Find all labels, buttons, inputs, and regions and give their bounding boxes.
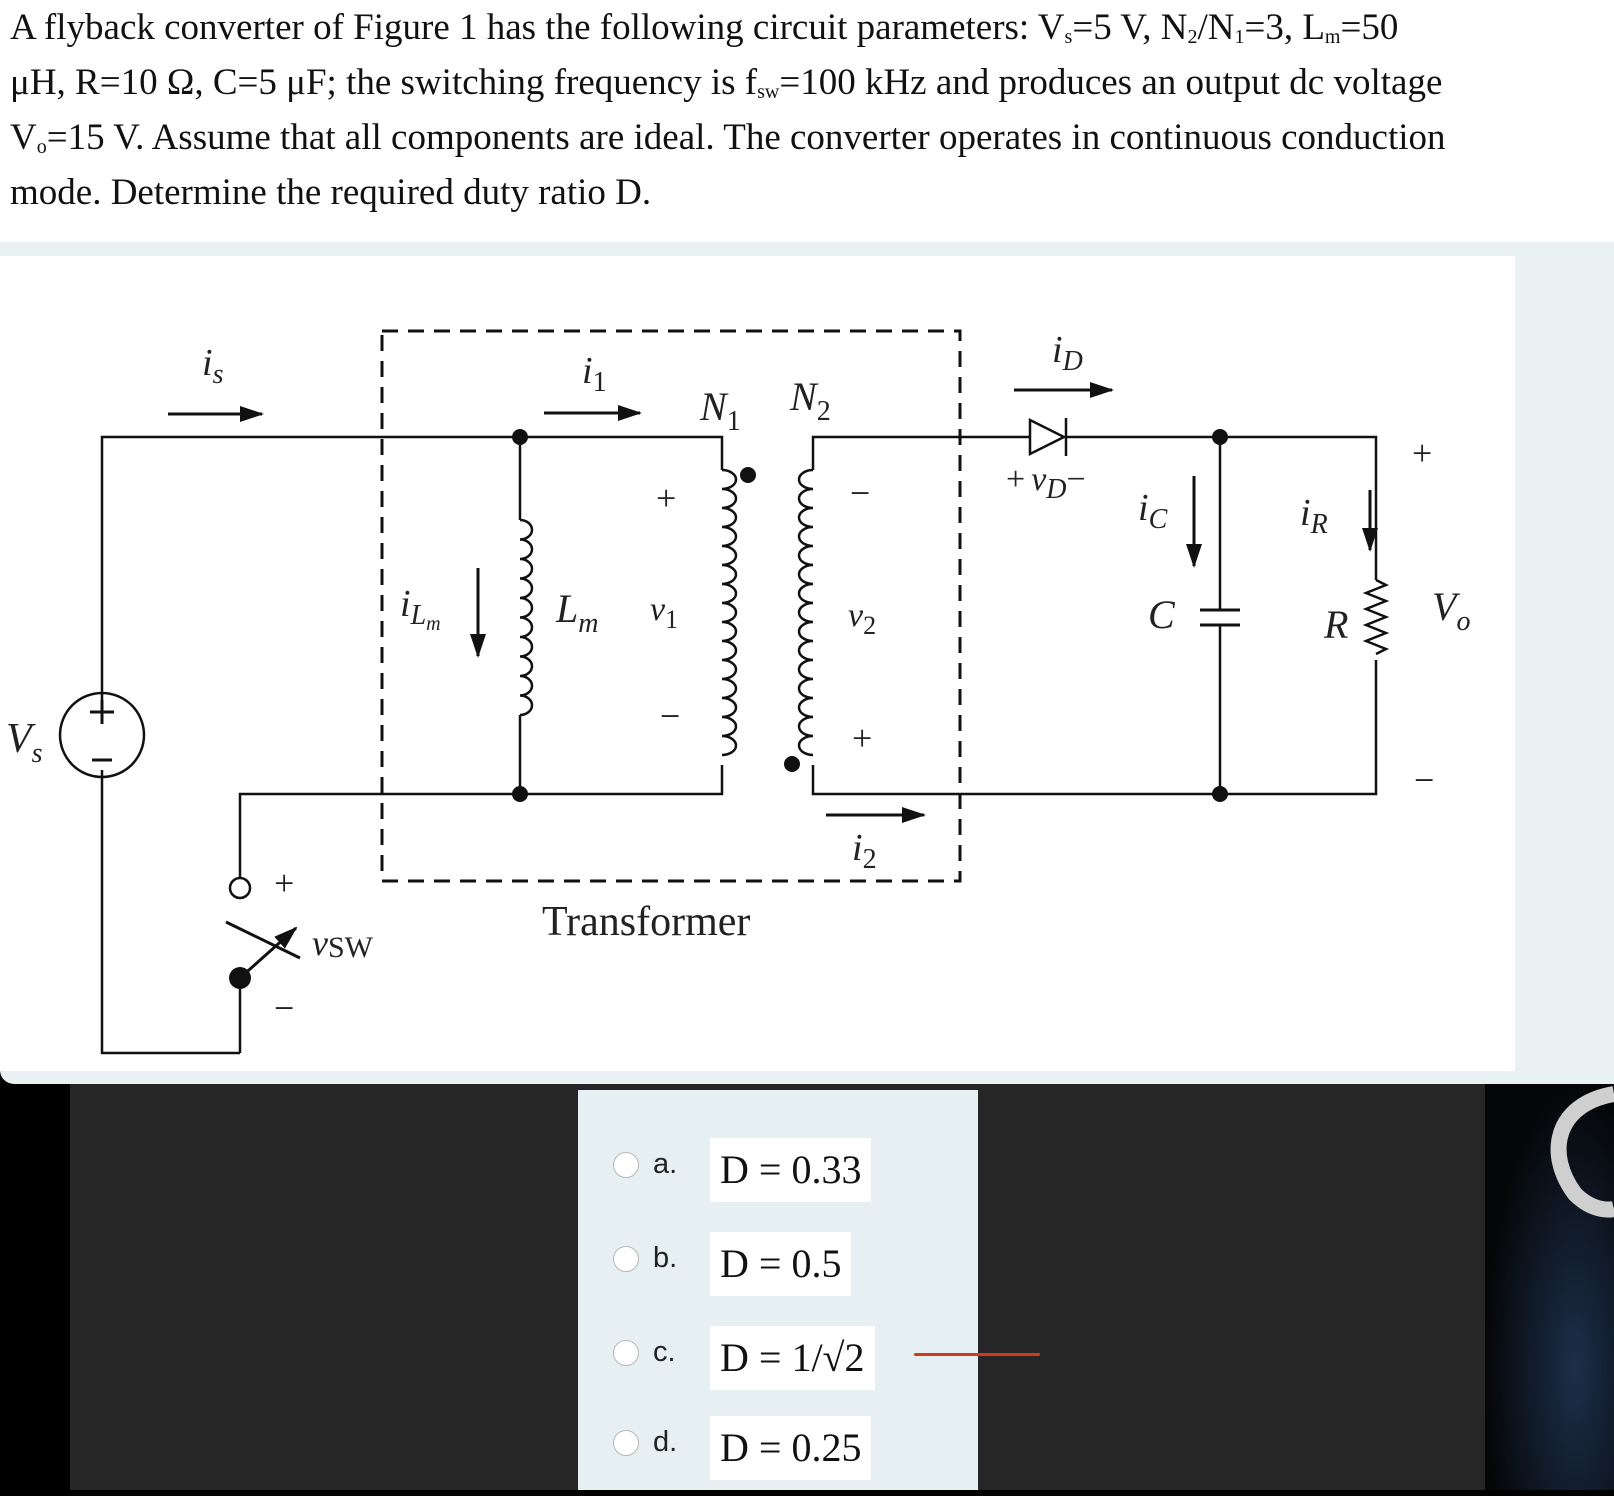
secondary-polarity-dot [784, 756, 800, 772]
option-value: D = 0.5 [710, 1232, 852, 1296]
option-letter: c. [653, 1336, 676, 1368]
label-R: R [1323, 602, 1348, 647]
capacitor [1200, 608, 1240, 627]
label-Lm: Lm [555, 586, 598, 639]
thumbnail-image [1485, 1084, 1614, 1490]
label-transformer: Transformer [542, 899, 750, 945]
question-text: A flyback converter of Figure 1 has the … [0, 0, 1614, 242]
magnetizing-inductor [519, 518, 534, 717]
option-d[interactable]: d. D = 0.25 [578, 1416, 978, 1496]
label-v2: v2 [848, 597, 876, 640]
option-b[interactable]: b. D = 0.5 [578, 1232, 978, 1312]
radio-option-b[interactable] [613, 1246, 639, 1272]
label-v1: v1 [650, 591, 678, 634]
thumbnail-edge [1485, 1084, 1614, 1490]
answer-options: a. D = 0.33 b. D = 0.5 c. D = 1/√2 d. D … [578, 1090, 978, 1490]
option-a[interactable]: a. D = 0.33 [578, 1138, 978, 1218]
label-iC: iC [1138, 487, 1168, 535]
option-value: D = 1/√2 [710, 1326, 875, 1390]
label-v1-plus: + [656, 478, 676, 518]
label-v2-minus: − [850, 473, 870, 513]
label-iR: iR [1300, 492, 1328, 540]
label-i1: i1 [582, 350, 607, 398]
option-value: D = 0.25 [710, 1416, 872, 1480]
label-v1-minus: − [660, 696, 680, 736]
wires [100, 435, 1378, 1055]
question-line-3: Vo=15 V. Assume that all components are … [10, 117, 1446, 158]
option-letter: d. [653, 1426, 678, 1458]
label-v2-plus: + [852, 718, 872, 758]
radio-option-d[interactable] [613, 1430, 639, 1456]
resistor [1362, 578, 1390, 656]
switch [225, 876, 301, 989]
label-vsw-minus: − [274, 988, 294, 1028]
label-N1: N1 [699, 384, 741, 437]
label-vsw: vSW [312, 923, 374, 964]
primary-winding [721, 468, 738, 757]
current-arrows [168, 382, 1378, 823]
label-vsw-plus: + [274, 863, 294, 903]
label-i2: i2 [852, 827, 877, 875]
label-iD: iD [1052, 329, 1083, 377]
label-Vs: Vs [6, 716, 43, 769]
diode [1028, 417, 1068, 457]
radio-option-a[interactable] [613, 1152, 639, 1178]
label-vD: +vD− [1006, 461, 1086, 505]
transformer-box [380, 329, 962, 883]
label-iLm: iLm [400, 583, 441, 635]
question-line-4: mode. Determine the required duty ratio … [10, 172, 652, 213]
question-line-1: A flyback converter of Figure 1 has the … [10, 7, 1399, 48]
dc-voltage-source [58, 691, 146, 779]
option-value: D = 0.33 [710, 1138, 872, 1202]
junction-dots [512, 429, 1228, 802]
option-letter: b. [653, 1242, 678, 1274]
label-N2: N2 [789, 374, 831, 427]
radio-option-c[interactable] [613, 1340, 639, 1366]
label-Vo: Vo [1432, 584, 1470, 637]
question-line-2: μH, R=10 Ω, C=5 μF; the switching freque… [10, 62, 1443, 103]
flyback-circuit-diagram: is i1 N1 N2 iD +vD− iC iR + Vo − R C iLm… [6, 329, 1470, 1055]
red-annotation-mark [914, 1353, 1040, 1356]
option-letter: a. [653, 1148, 678, 1180]
primary-polarity-dot [740, 467, 756, 483]
dark-margin-left [0, 1084, 70, 1490]
secondary-winding [797, 468, 814, 757]
label-vo-plus: + [1412, 433, 1432, 473]
label-C: C [1148, 592, 1176, 637]
label-is: is [202, 342, 224, 390]
label-vo-minus: − [1414, 760, 1434, 800]
option-c[interactable]: c. D = 1/√2 [578, 1326, 978, 1406]
circuit-figure: is i1 N1 N2 iD +vD− iC iR + Vo − R C iLm… [0, 256, 1515, 1071]
